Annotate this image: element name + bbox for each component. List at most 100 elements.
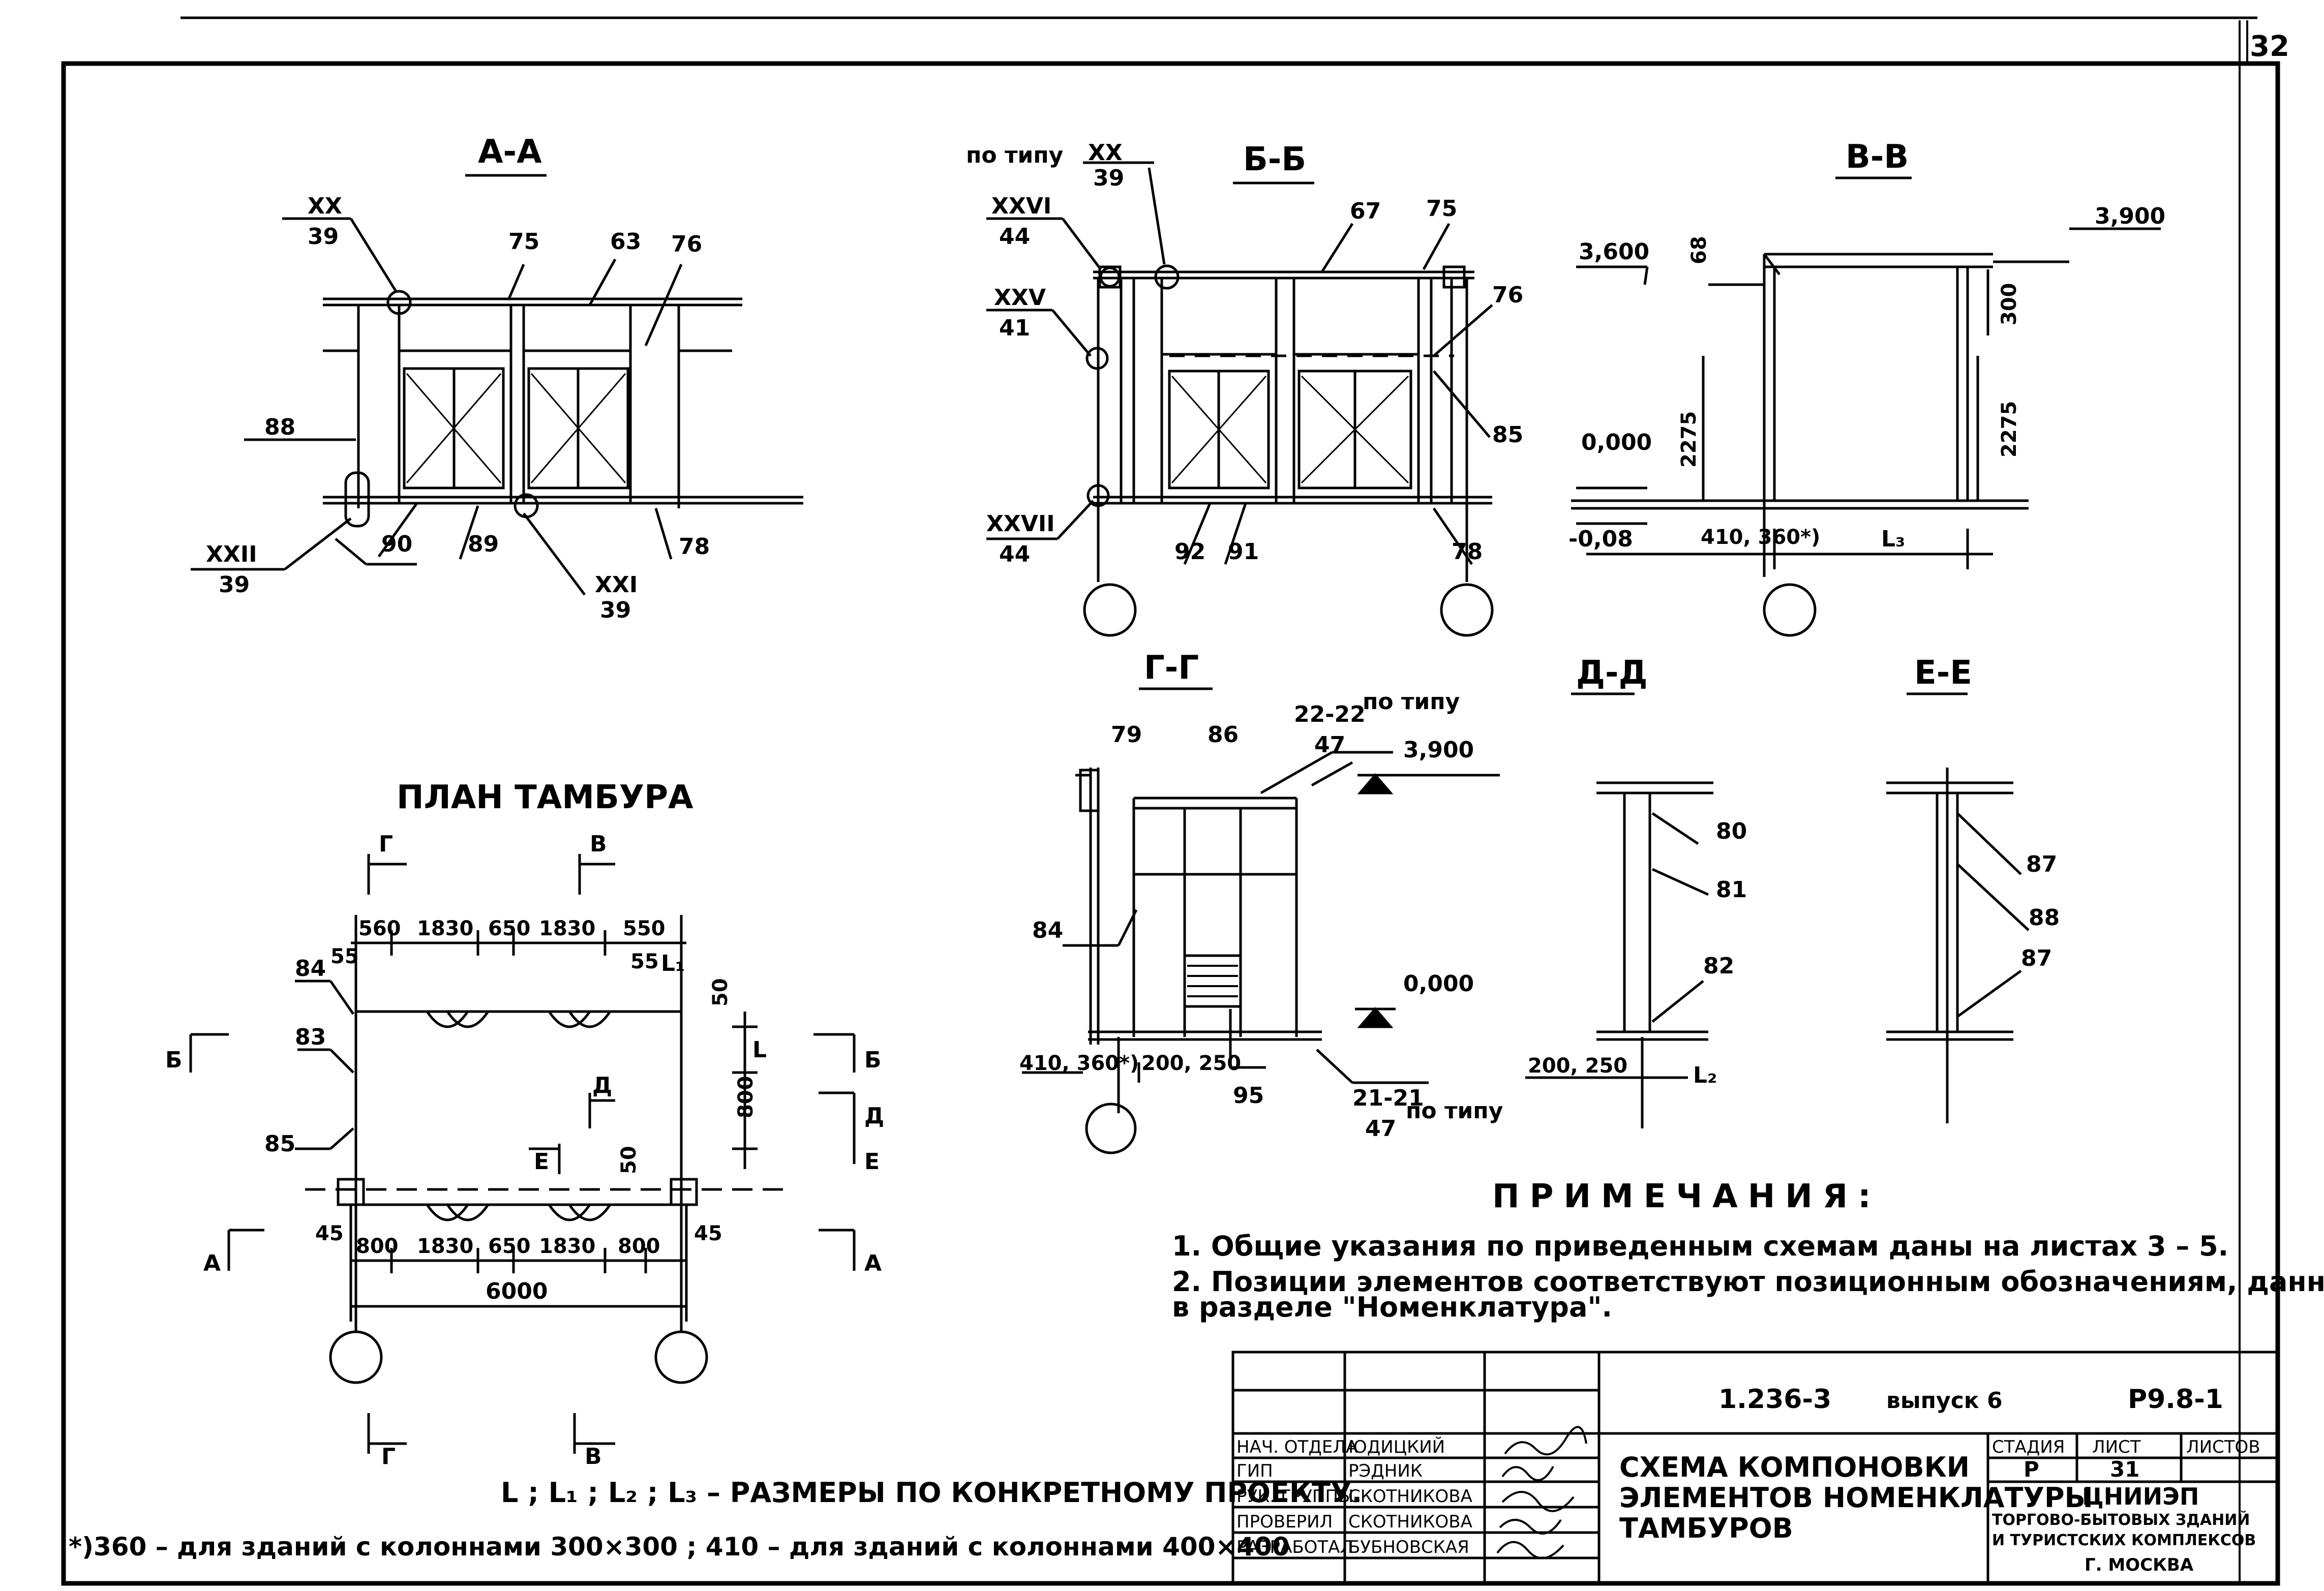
plan-dim-top-550: 550 [623,917,666,940]
tb-org-3: Г. МОСКВА [2085,1555,2194,1575]
bb-po-tipu: по типу [966,142,1063,168]
plan-cut-e-mid: Е [534,1149,549,1175]
tb-org-0: ЦНИИЭП [2082,1483,2199,1510]
dd-pos-80: 80 [1716,818,1747,844]
aa-pos-89: 89 [468,531,499,557]
gg-callout-21-den: 47 [1365,1116,1396,1142]
section-gg: Г-Г [1019,649,1503,1154]
section-aa-title: А-А [478,133,542,171]
plan-cut-b-left: Б [165,1047,183,1073]
gg-dim-200: 200, 250 [1141,1052,1241,1075]
tb-stage: Р [2024,1457,2039,1482]
bb-pos-91: 91 [1228,539,1259,565]
gg-dim-410: 410, 360*) [1019,1052,1139,1075]
plan-dim-50-top: 50 [709,978,732,1006]
section-gg-title: Г-Г [1144,649,1199,687]
note-2b: в разделе "Номенклатура". [1172,1291,1612,1323]
tb-role-4: РАЗРАБОТАЛ [1236,1537,1353,1557]
bb-pos-75: 75 [1426,196,1457,222]
plan-dim-45-left: 45 [315,1222,344,1245]
vv-dim-300: 300 [1998,283,2021,326]
tb-role-3: ПРОВЕРИЛ [1236,1512,1333,1532]
notes-block: ПРИМЕЧАНИЯ: 1. Общие указания по приведе… [1172,1178,2324,1323]
plan-cut-v-top: В [590,831,607,857]
gg-pos-79: 79 [1111,722,1142,748]
aa-callout-xxii-den: 39 [219,572,250,598]
plan-title: ПЛАН ТАМБУРА [397,779,693,816]
aa-callout-xxii-num: XXII [206,541,257,567]
section-vv-title: В-В [1846,138,1909,176]
tb-sheet: 31 [2110,1457,2139,1482]
plan-cut-d-mid: Д [592,1073,612,1098]
tb-title-line3: ТАМБУРОВ [1619,1512,1793,1544]
tb-role-0: НАЧ. ОТДЕЛА [1236,1437,1357,1457]
tb-title-line1: СХЕМА КОМПОНОВКИ [1619,1451,1970,1483]
vv-level-minus008: -0,08 [1568,526,1633,552]
aa-callout-xxi-num: XXI [595,572,638,598]
tb-name-0: ЮДИЦКИЙ [1348,1436,1445,1457]
plan-dim-top-1830b: 1830 [539,917,595,940]
bb-pos-78: 78 [1452,539,1483,565]
plan-dim-bot-800a: 800 [356,1235,399,1258]
plan-cut-e-right: Е [864,1149,880,1175]
plan-dim-45-right: 45 [694,1222,722,1245]
gg-callout-22-num: 22-22 [1294,701,1366,727]
plan-dim-bot-650: 650 [488,1235,531,1258]
tb-role-1: ГИП [1236,1461,1273,1481]
plan-cut-g-bottom: Г [381,1444,396,1470]
bb-callout-xxvii-den: 44 [999,541,1030,567]
aa-pos-90: 90 [381,531,412,557]
title-block: 1.236-3 выпуск 6 Р9.8-1 СХЕМА КОМПОНОВКИ… [1231,1351,2279,1585]
tb-name-1: РЭДНИК [1348,1461,1423,1481]
tb-stage-label: СТАДИЯ [1992,1437,2065,1457]
plan-pos-83: 83 [295,1024,326,1050]
plan-dim-top-560: 560 [358,917,401,940]
sheet-frame [61,61,2280,1586]
plan-cut-b-right: Б [864,1047,882,1073]
section-ee: Е-Е 87 88 87 [1886,654,2060,1123]
section-ee-title: Е-Е [1914,654,1972,692]
vv-level-0000: 0,000 [1581,430,1652,455]
vv-dim-2275-right: 2275 [1998,401,2021,457]
gg-callout-21-note: по типу [1406,1098,1503,1124]
tb-name-2: СКОТНИКОВА [1348,1486,1472,1507]
vv-dim-l3: L₃ [1881,526,1905,552]
bb-callout-xxv-den: 41 [999,315,1030,341]
tb-sheet-label: ЛИСТ [2092,1437,2141,1457]
tb-series: Р9.8-1 [2128,1384,2223,1415]
bb-callout-xx-den: 39 [1093,165,1124,191]
section-vv: В-В 3,600 3,90 [1568,138,2165,637]
vv-dim-410: 410, 360*) [1701,526,1820,549]
ee-pos-88: 88 [2029,905,2060,931]
vv-dim-68: 68 [1687,236,1711,264]
dd-dim-l2: L₂ [1693,1062,1717,1088]
bb-pos-85: 85 [1492,422,1523,448]
aa-pos-75: 75 [508,229,539,255]
plan-dim-bot-1830a: 1830 [417,1235,473,1258]
section-bb-title: Б-Б [1243,141,1306,178]
plan-dim-l: L [752,1037,767,1063]
plan-dim-50-mid: 50 [617,1146,641,1174]
legend-sizes: L ; L₁ ; L₂ ; L₃ – РАЗМЕРЫ ПО КОНКРЕТНОМ… [501,1477,1362,1509]
dd-dim-200: 200, 250 [1528,1054,1627,1078]
vv-level-3600: 3,600 [1579,239,1649,265]
plan-dim-bot-800b: 800 [618,1235,660,1258]
gg-pos-84: 84 [1032,917,1063,943]
tb-org-1: ТОРГОВО-БЫТОВЫХ ЗДАНИЙ [1992,1511,2250,1529]
gg-level-0000: 0,000 [1403,971,1474,997]
section-bb: Б-Б по типу [966,140,1523,637]
section-dd-title: Д-Д [1576,654,1648,692]
gg-pos-86: 86 [1208,722,1239,748]
aa-pos-76: 76 [671,231,702,257]
tb-role-2: РУК. ГРУППЫ [1236,1486,1353,1507]
plan-dim-800-side: 800 [734,1076,758,1119]
notes-title: ПРИМЕЧАНИЯ: [1492,1178,1881,1215]
plan-cut-a-left: А [203,1250,221,1276]
tb-code: 1.236-3 [1718,1384,1831,1415]
plan-dim-55-right: 55 [630,950,659,973]
ee-pos-87-bottom: 87 [2021,945,2052,971]
aa-callout-xx-num: XX [308,193,342,219]
sheet-number: 32 [2250,30,2289,63]
gg-callout-22-den: 47 [1314,732,1345,758]
